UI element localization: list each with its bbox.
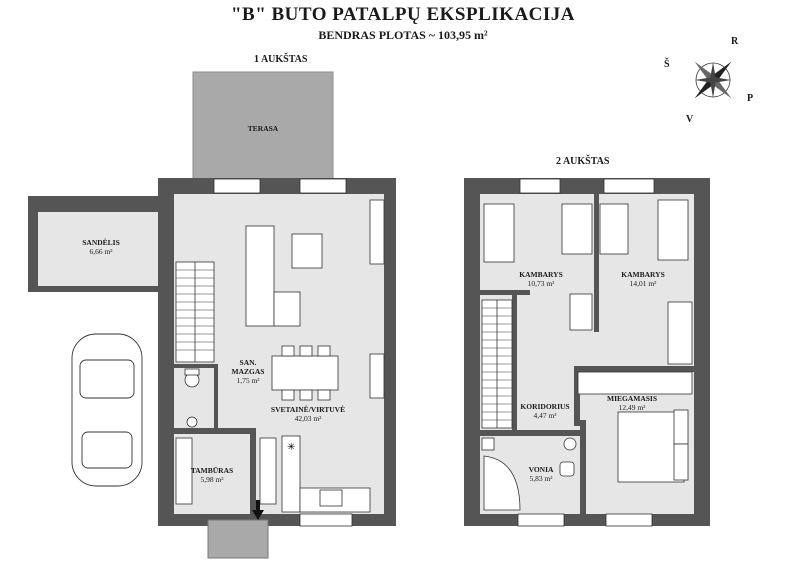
san-mazgas-wall-v [214, 364, 218, 430]
terrace-area [192, 71, 334, 181]
windows-floor1 [175, 178, 385, 527]
room-area: 4,47 m² [533, 411, 557, 420]
parked-car [71, 333, 143, 487]
tamburas-wall [174, 428, 254, 434]
compass-letter-p: P [747, 93, 754, 104]
room-area: 10,73 m² [527, 279, 555, 288]
storage-floor [38, 212, 164, 286]
room-name: TERASA [247, 124, 279, 133]
san-mazgas-wall [174, 364, 218, 368]
entry-step [207, 519, 269, 559]
windows-floor2 [517, 178, 655, 527]
room-name: SANDĖLIS [82, 238, 120, 247]
room-name: KORIDORIUS [520, 402, 570, 411]
room-name: SVETAINĖ/VIRTUVĖ [270, 405, 346, 414]
room-name: SAN. [239, 358, 257, 367]
floor2-label: 2 AUKŠTAS [556, 156, 610, 167]
room-name: VONIA [528, 465, 554, 474]
room-name-2: MAZGAS [231, 367, 265, 376]
compass-letter-r: R [731, 36, 739, 47]
room-name: TAMBŪRAS [190, 466, 234, 475]
stove-symbol: ✳ [287, 442, 295, 453]
compass-letter-s: Š [664, 59, 670, 70]
room-area: 5,98 m² [200, 475, 224, 484]
floor1-label: 1 AUKŠTAS [254, 54, 308, 65]
plan-subtitle: BENDRAS PLOTAS ~ 103,95 m² [318, 28, 488, 42]
room-area: 6,66 m² [89, 247, 113, 256]
room-area: 1,75 m² [236, 376, 260, 385]
plan-title: "B" BUTO PATALPŲ EKSPLIKACIJA [230, 4, 576, 25]
room-label-terasa: TERASA [248, 124, 278, 133]
interior-walls-floor2 [480, 194, 694, 514]
room-name: KAMBARYS [621, 270, 665, 279]
room-name: KAMBARYS [519, 270, 563, 279]
compass-rose-icon [694, 61, 732, 99]
compass-letter-v: V [686, 114, 694, 125]
room-area: 5,83 m² [529, 474, 553, 483]
living-furniture [184, 225, 371, 513]
entry-arrow [252, 500, 264, 520]
room-area: 42,03 m² [294, 414, 322, 423]
room-area: 14,01 m² [629, 279, 657, 288]
tamburas-wall-v [250, 428, 256, 514]
stairs-floor1 [175, 261, 215, 363]
room-name: MIEGAMASIS [606, 394, 658, 403]
room-area: 12,49 m² [618, 403, 646, 412]
bedroom-furniture [481, 199, 693, 511]
